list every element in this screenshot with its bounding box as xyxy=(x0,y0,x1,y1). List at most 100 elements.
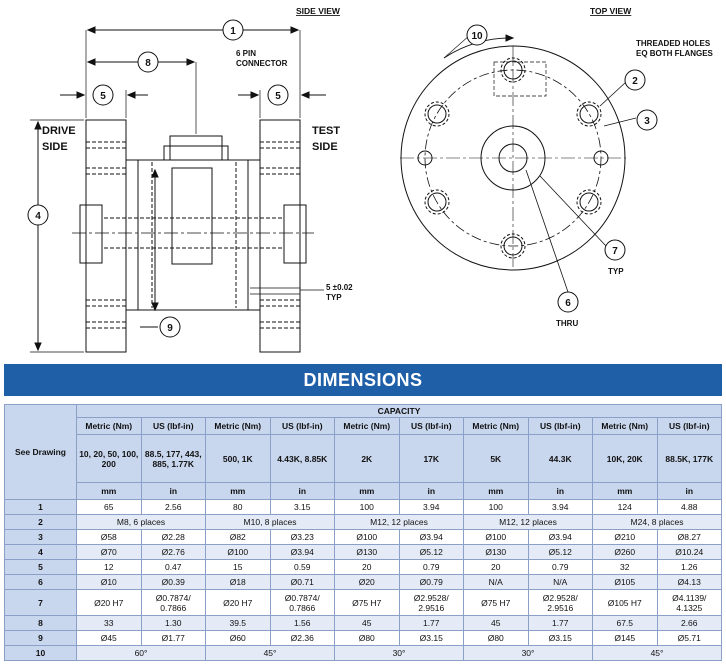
row-label: 9 xyxy=(4,630,77,646)
table-cell: Ø2.36 xyxy=(269,630,335,646)
svg-text:5: 5 xyxy=(275,91,281,102)
table-cell: Ø0.79 xyxy=(398,574,464,590)
table-cell: 15 xyxy=(205,559,271,575)
see-drawing-header: See Drawing xyxy=(4,404,77,500)
merged-cell: M8, 6 places xyxy=(76,514,206,530)
table-cell: Ø20 H7 xyxy=(205,589,271,616)
svg-text:5: 5 xyxy=(100,91,106,102)
svg-text:9: 9 xyxy=(167,323,173,334)
table-cell: 3.94 xyxy=(398,499,464,515)
table-cell: N/A xyxy=(463,574,529,590)
table-cell: 2.56 xyxy=(140,499,206,515)
table-cell: 0.47 xyxy=(140,559,206,575)
drive-flange xyxy=(85,119,127,353)
unit-system-header: US (lbf-in) xyxy=(140,417,206,435)
table-cell: 65 xyxy=(76,499,142,515)
capacity-value: 17K xyxy=(398,434,464,483)
table-cell: 1.26 xyxy=(656,559,722,575)
row-label: 1 xyxy=(4,499,77,515)
unit-cell: in xyxy=(269,482,335,500)
table-cell: Ø100 xyxy=(205,544,271,560)
unit-cell: mm xyxy=(334,482,400,500)
capacity-value: 10, 20, 50, 100, 200 xyxy=(76,434,142,483)
table-cell: Ø58 xyxy=(76,529,142,545)
callout-3: 3 xyxy=(636,109,658,131)
threaded-holes-label-line2: EQ BOTH FLANGES xyxy=(636,49,714,58)
table-cell: Ø20 xyxy=(334,574,400,590)
capacity-value: 2K xyxy=(334,434,400,483)
technical-drawing: SIDE VIEW TOP VIEW 6 PIN CONNECTOR DRIVE… xyxy=(27,6,714,353)
table-cell: Ø75 H7 xyxy=(334,589,400,616)
table-cell: 124 xyxy=(592,499,658,515)
table-cell: Ø1.77 xyxy=(140,630,206,646)
svg-text:2: 2 xyxy=(632,76,638,87)
side-view-title: SIDE VIEW xyxy=(296,6,341,16)
drive-side-label-line1: DRIVE xyxy=(42,125,76,137)
unit-system-row: Metric (Nm)US (lbf-in)Metric (Nm)US (lbf… xyxy=(5,417,722,435)
table-cell: 32 xyxy=(592,559,658,575)
table-cell: Ø210 xyxy=(592,529,658,545)
row-label: 2 xyxy=(4,514,77,530)
table-cell: 39.5 xyxy=(205,615,271,631)
unit-system-header: Metric (Nm) xyxy=(205,417,271,435)
table-cell: Ø3.23 xyxy=(269,529,335,545)
unit-system-header: Metric (Nm) xyxy=(334,417,400,435)
unit-system-header: Metric (Nm) xyxy=(592,417,658,435)
table-cell: 1.56 xyxy=(269,615,335,631)
callout-4: 4 xyxy=(27,204,49,226)
capacity-header: CAPACITY xyxy=(76,404,722,418)
table-cell: 0.59 xyxy=(269,559,335,575)
unit-system-header: Metric (Nm) xyxy=(463,417,529,435)
svg-text:1: 1 xyxy=(230,26,236,37)
capacity-value: 44.3K xyxy=(527,434,593,483)
unit-cell: mm xyxy=(592,482,658,500)
row-label: 5 xyxy=(4,559,77,575)
merged-cell: M10, 8 places xyxy=(205,514,335,530)
test-flange xyxy=(259,119,301,353)
table-cell: Ø5.71 xyxy=(656,630,722,646)
table-cell: Ø2.9528/ 2.9516 xyxy=(398,589,464,616)
table-cell: Ø130 xyxy=(334,544,400,560)
svg-text:6: 6 xyxy=(565,298,571,309)
table-cell: Ø5.12 xyxy=(527,544,593,560)
table-cell: Ø100 xyxy=(463,529,529,545)
row-label: 4 xyxy=(4,544,77,560)
table-cell: 4.88 xyxy=(656,499,722,515)
table-cell: 3.15 xyxy=(269,499,335,515)
capacity-value: 5K xyxy=(463,434,529,483)
table-cell: 80 xyxy=(205,499,271,515)
svg-text:10: 10 xyxy=(471,31,483,42)
table-cell: 0.79 xyxy=(398,559,464,575)
capacity-value: 88.5, 177, 443, 885, 1.77K xyxy=(140,434,206,483)
table-cell: Ø8.27 xyxy=(656,529,722,545)
test-side-label-line2: SIDE xyxy=(312,141,338,153)
table-cell: Ø20 H7 xyxy=(76,589,142,616)
table-cell: Ø105 xyxy=(592,574,658,590)
table-cell: Ø105 H7 xyxy=(592,589,658,616)
unit-system-header: US (lbf-in) xyxy=(527,417,593,435)
merged-cell: M12, 12 places xyxy=(463,514,593,530)
table-cell: Ø130 xyxy=(463,544,529,560)
merged-cell: M12, 12 places xyxy=(334,514,464,530)
body-window xyxy=(171,167,213,265)
table-cell: Ø45 xyxy=(76,630,142,646)
table-cell: Ø2.76 xyxy=(140,544,206,560)
table-cell: 1.77 xyxy=(527,615,593,631)
callout-10: 10 xyxy=(466,24,488,46)
unit-cell: in xyxy=(140,482,206,500)
table-cell: 100 xyxy=(463,499,529,515)
table-cell: Ø3.15 xyxy=(398,630,464,646)
table-cell: Ø0.39 xyxy=(140,574,206,590)
table-cell: Ø2.28 xyxy=(140,529,206,545)
table-cell: 67.5 xyxy=(592,615,658,631)
table-cell: 33 xyxy=(76,615,142,631)
unit-cell: mm xyxy=(76,482,142,500)
table-cell: 2.66 xyxy=(656,615,722,631)
table-cell: Ø3.94 xyxy=(269,544,335,560)
table-cell: Ø0.71 xyxy=(269,574,335,590)
capacity-value: 4.43K, 8.85K xyxy=(269,434,335,483)
table-cell: Ø10.24 xyxy=(656,544,722,560)
unit-cell: mm xyxy=(463,482,529,500)
